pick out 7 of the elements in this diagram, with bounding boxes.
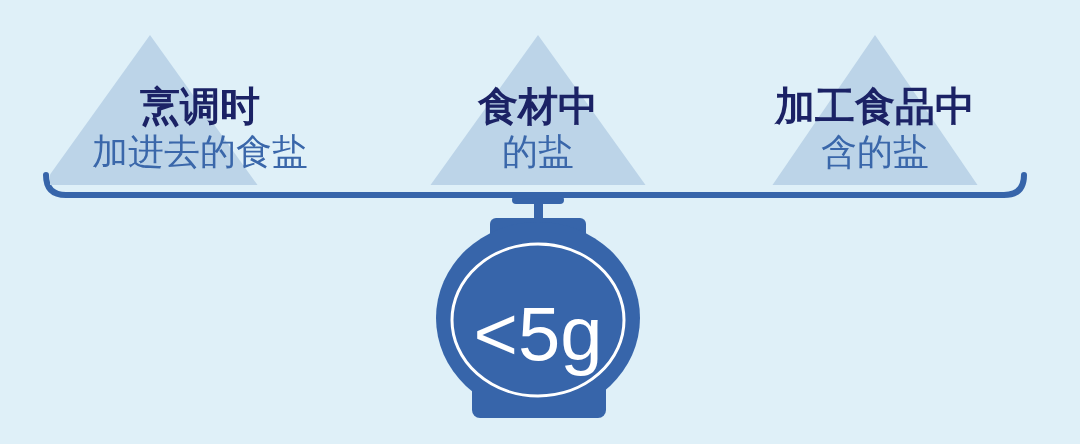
body-text: 加进去的食盐: [92, 130, 308, 174]
heading-text: 加工食品中: [775, 82, 975, 130]
weight-limit-text: <5g: [473, 289, 603, 377]
heading-text: 烹调时: [140, 82, 260, 130]
body-text: 含的盐: [821, 130, 929, 174]
heading-text: 食材中: [478, 82, 598, 130]
body-text: 的盐: [502, 130, 574, 174]
